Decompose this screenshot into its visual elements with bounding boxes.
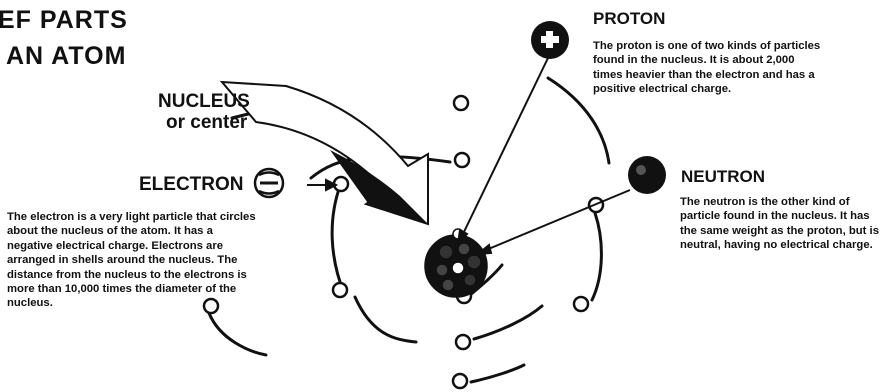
orbit-arc [209,313,266,355]
proton-label: PROTON [593,8,665,30]
neutron-label: NEUTRON [681,166,765,188]
electrons [204,96,603,388]
electron-description: The electron is a very light particle th… [7,210,261,311]
electron-icon [255,169,283,197]
orbit-arc [592,213,601,300]
electron-dot [454,96,468,110]
electron-dot [574,297,588,311]
proton-description: The proton is one of two kinds of partic… [593,39,821,97]
electron-dot [333,283,347,297]
proton-icon [531,21,569,59]
orbit-arc [471,365,524,382]
nucleus-label-line-2: or center [166,112,247,134]
electron-label: ELECTRON [139,174,244,196]
nucleus-label-line-1: NUCLEUS [158,91,250,113]
electron-dot [453,374,467,388]
electron-dot [455,153,469,167]
electron-dot [456,335,470,349]
orbit-arc [474,306,542,339]
neutron-description: The neutron is the other kind of particl… [680,195,884,253]
nucleus [425,229,487,297]
neutron-icon [628,156,666,194]
orbit-arc [355,297,416,342]
orbit-arc [332,186,344,293]
